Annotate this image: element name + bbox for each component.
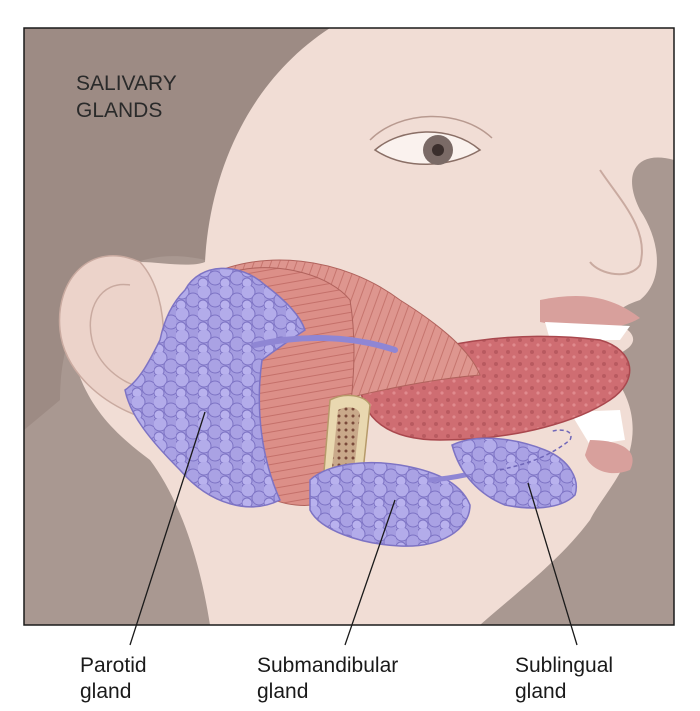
panel-frame (23, 27, 675, 626)
parotid-label-line-2: gland (80, 680, 131, 703)
sublingual-label-line-2: gland (515, 680, 566, 703)
submandibular-gland-shape (309, 461, 471, 547)
illustration-panel (24, 28, 674, 625)
title-line-2: GLANDS (76, 99, 162, 122)
eye (369, 115, 493, 165)
sublingual-leader-line (527, 482, 578, 646)
parotid-label-line-1: Parotid (80, 654, 147, 677)
lower-lip (585, 440, 633, 474)
lower-teeth (570, 410, 625, 445)
upper-teeth (545, 322, 630, 340)
upper-lip (540, 295, 640, 329)
submandibular-label-line-2: gland (257, 680, 308, 703)
submandibular-label-line-1: Submandibular (257, 654, 398, 677)
ear-inner (89, 283, 143, 389)
title-line-1: SALIVARY (76, 72, 177, 95)
submandibular-leader-line (344, 499, 396, 646)
sublingual-duct (499, 429, 572, 471)
sublingual-label-line-1: Sublingual (515, 654, 613, 677)
parotid-duct (252, 335, 398, 353)
nose-line (589, 169, 643, 276)
sublingual-gland-shape (451, 437, 577, 509)
parotid-leader-line (129, 411, 206, 646)
hair-shape (24, 28, 330, 430)
parotid-gland-shape (124, 267, 306, 508)
